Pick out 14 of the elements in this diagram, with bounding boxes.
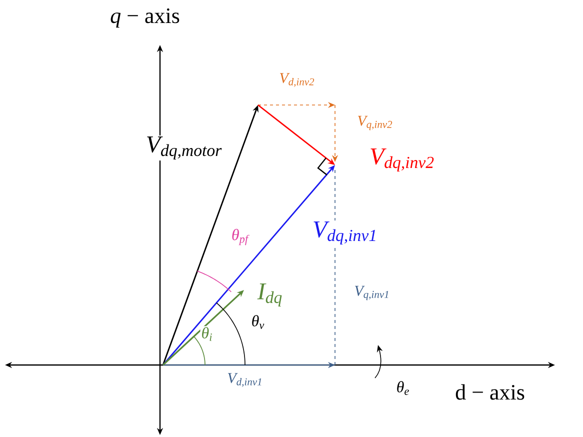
axis-label: q − axis [109, 7, 181, 29]
axis-label: d − axis [454, 383, 526, 401]
vector-label: I$_{dq}$ [256, 282, 284, 308]
vector-label: V$_{d,inv1}$ [226, 372, 264, 388]
vector-label: V$_{q,inv1}$ [353, 284, 391, 302]
vector-label: V$_{d,inv2}$ [278, 72, 316, 88]
vector-label: V$_{dq,inv2}$ [368, 148, 436, 173]
angle-label: θ$_{i}$ [200, 326, 214, 342]
vector-label: V$_{q,inv2}$ [356, 114, 394, 132]
vector-label: V$_{dq,inv1}$ [311, 220, 379, 246]
vector-label: V$_{dq,motor}$ [144, 136, 224, 161]
angle-label: θ$_{pf}$ [230, 228, 250, 246]
angle-label: θ$_{v}$ [250, 314, 266, 330]
angle-label: θ$_{e}$ [395, 380, 411, 396]
